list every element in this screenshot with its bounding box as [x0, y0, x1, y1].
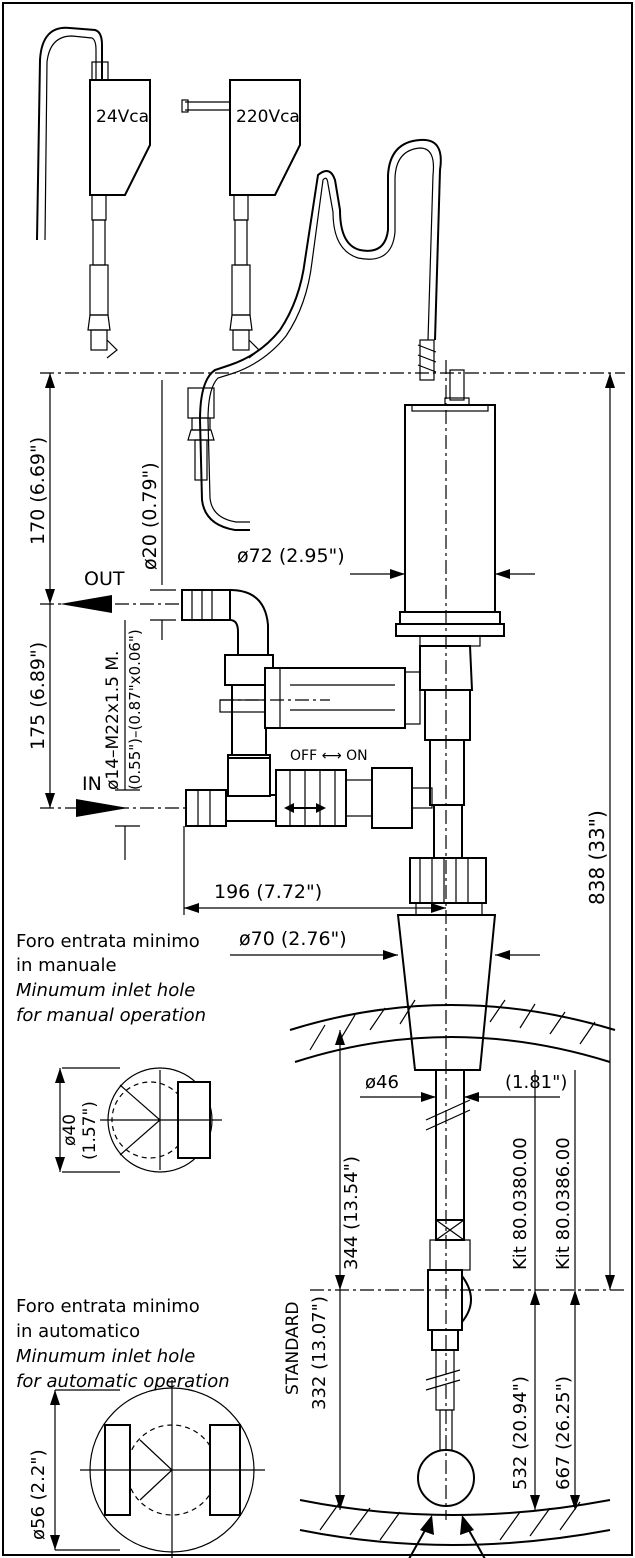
- out-arrow: [60, 595, 112, 613]
- kit-a-label: Kit 80.0380.00: [510, 1137, 531, 1270]
- manual-note-it-1: Foro entrata minimo: [16, 931, 200, 952]
- manual-note-en-2: for manual operation: [16, 1005, 206, 1026]
- sensor-head: [395, 339, 505, 806]
- auto-note-en-1: Minumum inlet hole: [16, 1346, 195, 1367]
- dim-cable-diameter: ø20 (0.79"): [139, 462, 161, 570]
- dim-overall-length: 838 (33"): [585, 810, 609, 905]
- tank-wall-upper: [289, 999, 616, 1063]
- dim-body-diameter: ø72 (2.95"): [237, 545, 345, 567]
- automatic-inlet-hole: [50, 1380, 265, 1558]
- dim-thread-inch: (0.55")–(0.87"x0.06"): [126, 629, 144, 790]
- dim-shaft-mm: ø46: [365, 1072, 399, 1093]
- actuator-cylinder: [219, 667, 421, 729]
- force-arrow-right: [465, 1524, 486, 1558]
- dim-line-20: [150, 380, 176, 640]
- dim-shaft-in: (1.81"): [505, 1072, 567, 1093]
- in-port-valve: [185, 757, 433, 829]
- adapter-220v-label: 220Vca: [236, 107, 300, 127]
- manual-inlet-hole: [55, 1067, 222, 1173]
- sensor-cable: [198, 138, 442, 531]
- port-in-label: IN: [82, 773, 102, 795]
- tank-wall-lower: [299, 1499, 611, 1546]
- manual-hole-diameter: ø40: [60, 1114, 80, 1146]
- adapter-24v-label: 24Vca: [96, 107, 149, 127]
- auto-note-it-1: Foro entrata minimo: [16, 1296, 200, 1317]
- dim-insertion-manual: 344 (13.54"): [341, 1156, 362, 1270]
- dim-line-196: [183, 826, 446, 915]
- dim-standard-length: 332 (13.07"): [309, 1296, 330, 1410]
- standard-label: STANDARD: [283, 1301, 303, 1395]
- dim-kit-b-length: 667 (26.25"): [553, 1376, 574, 1490]
- force-arrow-left: [408, 1524, 429, 1558]
- dim-thread: ø14–M22x1.5 M.: [103, 651, 123, 790]
- kit-b-label: Kit 80.0386.00: [553, 1137, 574, 1270]
- dim-width-196: 196 (7.72"): [214, 881, 322, 903]
- auto-note-en-2: for automatic operation: [16, 1371, 230, 1392]
- manual-note-en-1: Minumum inlet hole: [16, 980, 195, 1001]
- adapter-220v: [181, 79, 301, 359]
- adapter-24v: [36, 26, 151, 359]
- switch-label: OFF ⟷ ON: [290, 748, 368, 764]
- manual-hole-diameter-in: (1.57"): [80, 1101, 100, 1160]
- dim-line-thread: [115, 620, 140, 860]
- auto-hole-diameter: ø56 (2.2"): [28, 1449, 49, 1540]
- dim-kit-a-length: 532 (20.94"): [510, 1376, 531, 1490]
- field-connector: [187, 387, 215, 481]
- manual-note-it-2: in manuale: [16, 955, 117, 976]
- in-arrow: [76, 799, 128, 817]
- dim-top-height: 170 (6.69"): [27, 437, 49, 545]
- auto-note-it-2: in automatico: [16, 1321, 140, 1342]
- port-out-label: OUT: [84, 568, 125, 590]
- dim-cone-diameter: ø70 (2.76"): [239, 928, 347, 950]
- dim-mid-height: 175 (6.89"): [27, 642, 49, 750]
